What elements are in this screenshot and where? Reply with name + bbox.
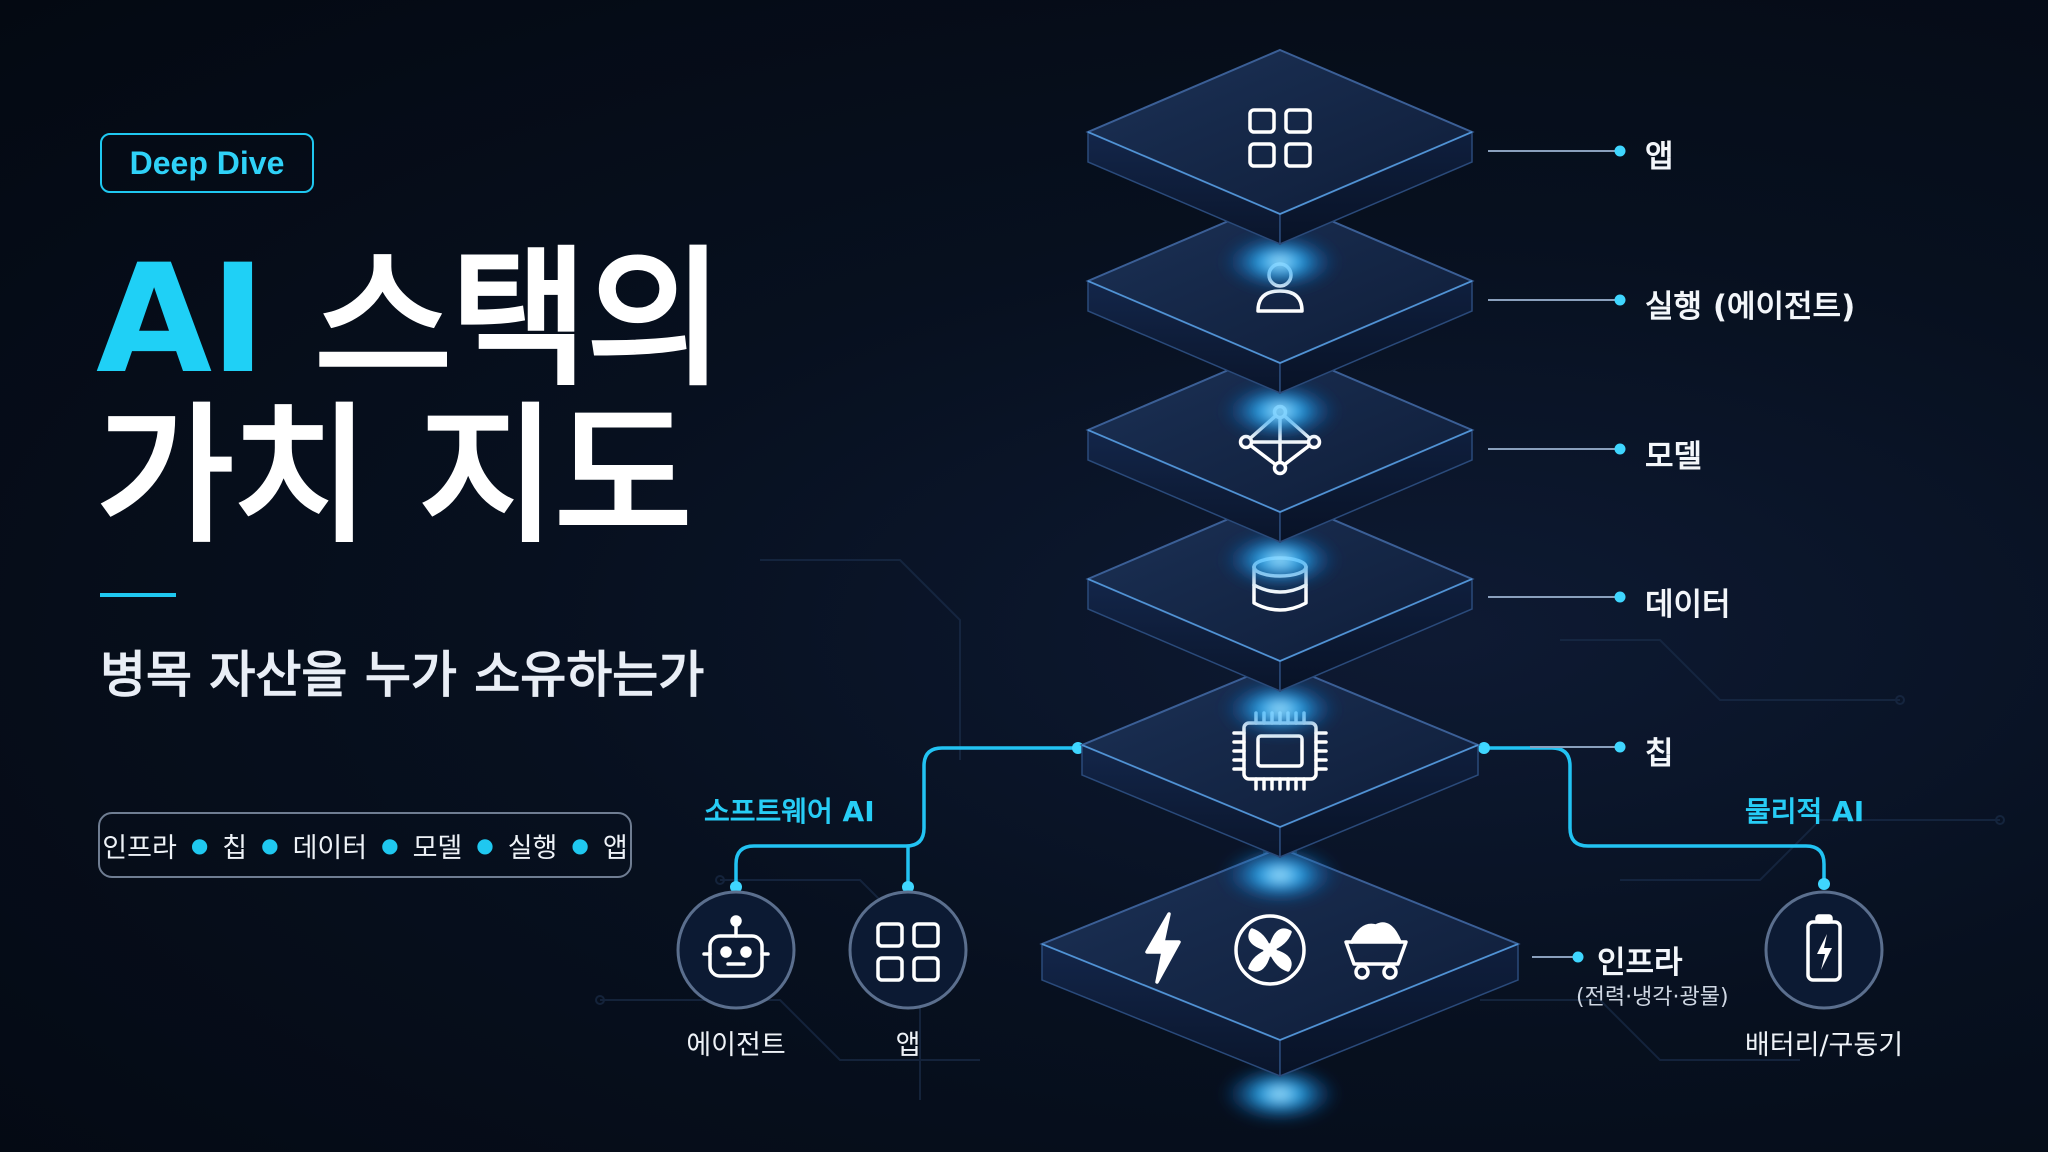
circuit-background [595,559,2005,1100]
layer-label-data: 데이터 [1645,587,1731,623]
layer-tile-4 [1079,661,1481,905]
title-rule [100,593,176,597]
separator-dot: ● [571,833,589,857]
fan-icon [1234,914,1306,986]
summary-item: 칩 [222,832,248,864]
layer-label-app: 앱 [1645,139,1674,175]
layer-label-chip: 칩 [1645,736,1674,772]
leader-dot [1614,591,1626,603]
battery-icon [1806,914,1842,982]
grid-icon [1248,108,1312,168]
leader-dot [1614,741,1626,753]
branch-nodes [730,742,1830,893]
agent-circle [676,890,796,1010]
summary-item: 모델 [412,832,463,864]
summary-item: 앱 [602,832,628,864]
grid-icon [876,922,940,982]
mine-cart-icon [1344,922,1408,980]
layer-label-execution: 실행 (에이전트) [1645,289,1856,325]
tile-glow [1220,679,1340,739]
separator-dot: ● [381,833,399,857]
separator-dot: ● [261,833,279,857]
tile-glow [1220,845,1340,905]
physical-ai-label: 물리적 AI [1745,795,1865,828]
summary-item: 인프라 [102,832,177,864]
app-label: 앱 [895,1030,921,1061]
software-ai-label: 소프트웨어 AI [704,795,875,828]
app-circle [848,890,968,1010]
layer-tile-0 [1085,48,1475,292]
title-rest: 스택의 [314,233,724,407]
tile-glow [1220,381,1340,441]
page-title-line-2: 가치 지도 [96,390,692,564]
tile-glow [1220,232,1340,292]
leader-dot [1614,443,1626,455]
battery-circle [1764,890,1884,1010]
leader-dot [1614,145,1626,157]
lightning-icon [1145,912,1181,984]
separator-dot: ● [190,833,209,857]
battery-actuator-label: 배터리/구동기 [1744,1030,1904,1061]
robot-icon [702,915,770,978]
leader-dot [1614,294,1626,306]
branch-connectors [734,746,1826,887]
page-title-line-1: AI 스택의 [96,245,724,395]
stack-summary: 인프라 ● 칩 ● 데이터 ● 모델 ● 실행 ● 앱 [98,812,632,878]
infra-sublabel: (전력·냉각·광물) [1576,985,1729,1010]
chip-icon [1232,711,1328,791]
agent-label: 에이전트 [686,1030,786,1061]
summary-item: 데이터 [292,832,368,864]
tile-glow [1220,530,1340,590]
page-subtitle: 병목 자산을 누가 소유하는가 [100,646,705,704]
tile-glow [1220,1064,1340,1124]
leader-dot [1572,951,1584,963]
layer-label-model: 모델 [1645,439,1703,475]
separator-dot: ● [476,833,494,857]
summary-item: 실행 [507,832,558,864]
deep-dive-badge: Deep Dive [100,133,314,193]
layer-label-infra: 인프라 [1597,945,1683,981]
title-accent: AI [96,233,266,407]
